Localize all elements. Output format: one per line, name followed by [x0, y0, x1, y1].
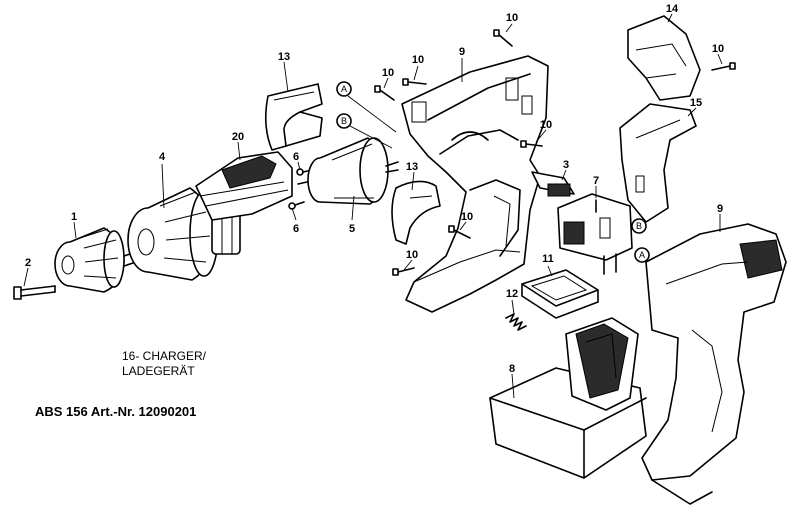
label-part-3: 3 — [563, 159, 569, 171]
part-2-screw — [13, 285, 56, 300]
part-3-direction-switch — [531, 171, 575, 197]
label-part-10-top: 10 — [506, 12, 518, 24]
part-10-screws — [374, 29, 736, 276]
label-part-14: 14 — [666, 3, 679, 15]
reference-circle-b-2: B — [631, 218, 647, 234]
label-part-6-lower: 6 — [293, 223, 299, 235]
label-part-2: 2 — [25, 257, 31, 269]
charger-note-line1: 16- CHARGER/ — [122, 349, 207, 363]
part-14-top-cover — [627, 15, 701, 101]
label-part-10-right: 10 — [712, 43, 724, 55]
label-part-10-grip: 10 — [461, 211, 473, 223]
label-part-10-left: 10 — [382, 67, 394, 79]
label-part-10-bottom: 10 — [406, 249, 418, 261]
part-13-shell-lower — [391, 180, 441, 245]
part-11-contact-plate — [521, 269, 599, 319]
part-7-trigger-switch — [557, 193, 633, 275]
part-15-rear-cover — [619, 103, 697, 223]
part-1-chuck — [54, 227, 137, 293]
part-20-gearbox — [195, 151, 293, 221]
reference-circle-a-1: A — [336, 81, 352, 97]
label-part-8: 8 — [509, 363, 515, 375]
svg-text:A: A — [639, 250, 645, 260]
label-part-9-assembled: 9 — [717, 203, 723, 215]
label-part-9-housing: 9 — [459, 46, 465, 58]
part-5-motor — [297, 137, 399, 205]
svg-text:B: B — [636, 221, 642, 231]
label-part-13-lower: 13 — [406, 161, 418, 173]
part-8-battery — [489, 317, 647, 479]
leader-lines — [23, 13, 723, 399]
label-part-7: 7 — [593, 175, 599, 187]
label-part-11: 11 — [542, 253, 554, 265]
part-9-housing-half — [401, 55, 549, 313]
label-part-20: 20 — [232, 131, 244, 143]
label-part-12: 12 — [506, 288, 518, 300]
charger-note: 16- CHARGER/ LADEGERÄT — [122, 349, 206, 379]
reference-circle-b-1: B — [336, 113, 352, 129]
part-9-assembled-housing — [641, 223, 787, 505]
model-article-number: ABS 156 Art.-Nr. 12090201 — [35, 404, 197, 419]
svg-text:B: B — [341, 116, 347, 126]
label-part-10-upper: 10 — [412, 54, 424, 66]
label-part-13-upper: 13 — [278, 51, 290, 63]
part-12-spring — [505, 313, 527, 331]
reference-rods — [347, 95, 397, 149]
svg-text:A: A — [341, 84, 347, 94]
label-part-15: 15 — [690, 97, 702, 109]
label-part-6-upper: 6 — [293, 151, 299, 163]
part-13-shell-upper — [264, 83, 323, 151]
label-part-1: 1 — [71, 211, 77, 223]
label-part-10-middle: 10 — [540, 119, 552, 131]
reference-circle-a-2: A — [634, 247, 650, 263]
label-part-5: 5 — [349, 223, 355, 235]
label-part-4: 4 — [159, 151, 166, 163]
charger-note-line2: LADEGERÄT — [122, 364, 195, 378]
